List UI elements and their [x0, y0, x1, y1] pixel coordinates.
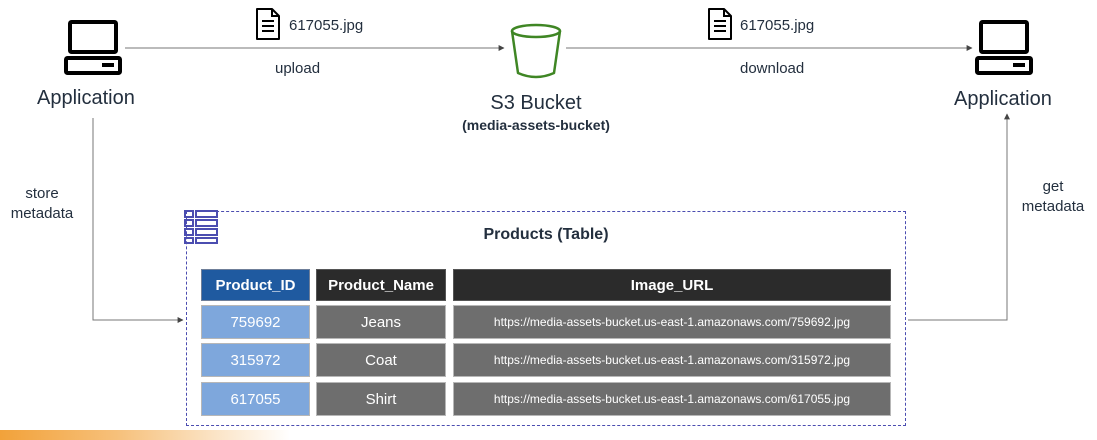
cell-image-url: https://media-assets-bucket.us-east-1.am… — [453, 382, 891, 416]
cell-product-name: Coat — [316, 343, 446, 377]
download-label: download — [740, 60, 805, 77]
cell-image-url: https://media-assets-bucket.us-east-1.am… — [453, 343, 891, 377]
store-metadata-line2: metadata — [10, 205, 74, 222]
header-product-id: Product_ID — [201, 269, 310, 301]
cell-image-url: https://media-assets-bucket.us-east-1.am… — [453, 305, 891, 339]
cell-product-name: Jeans — [316, 305, 446, 339]
decorative-band — [0, 430, 290, 440]
s3-bucket-icon — [510, 23, 562, 79]
store-metadata-line1: store — [25, 185, 59, 202]
cell-product-id: 617055 — [201, 382, 310, 416]
file-icon — [256, 8, 280, 40]
get-metadata-label: get metadata — [1012, 177, 1094, 217]
file-icon — [708, 8, 732, 40]
computer-icon — [64, 20, 122, 75]
cell-product-name: Shirt — [316, 382, 446, 416]
get-metadata-arrow — [908, 113, 1010, 321]
get-metadata-line1: get — [1042, 178, 1064, 195]
left-app-label: Application — [37, 87, 135, 109]
cell-product-id: 315972 — [201, 343, 310, 377]
header-product-name: Product_Name — [316, 269, 446, 301]
cell-product-id: 759692 — [201, 305, 310, 339]
table-icon — [184, 210, 218, 244]
upload-file-name: 617055.jpg — [289, 17, 364, 34]
upload-label: upload — [275, 60, 321, 77]
products-table-frame — [186, 211, 906, 426]
computer-icon — [975, 20, 1033, 75]
header-image-url: Image_URL — [453, 269, 891, 301]
right-app-label: Application — [954, 88, 1052, 110]
store-metadata-arrow — [92, 118, 184, 323]
store-metadata-label: store metadata — [2, 184, 82, 224]
get-metadata-line2: metadata — [1021, 198, 1085, 215]
download-file-name: 617055.jpg — [740, 17, 815, 34]
bucket-sublabel: (media-assets-bucket) — [462, 117, 610, 133]
bucket-label: S3 Bucket — [490, 92, 582, 114]
table-title: Products (Table) — [483, 226, 609, 243]
